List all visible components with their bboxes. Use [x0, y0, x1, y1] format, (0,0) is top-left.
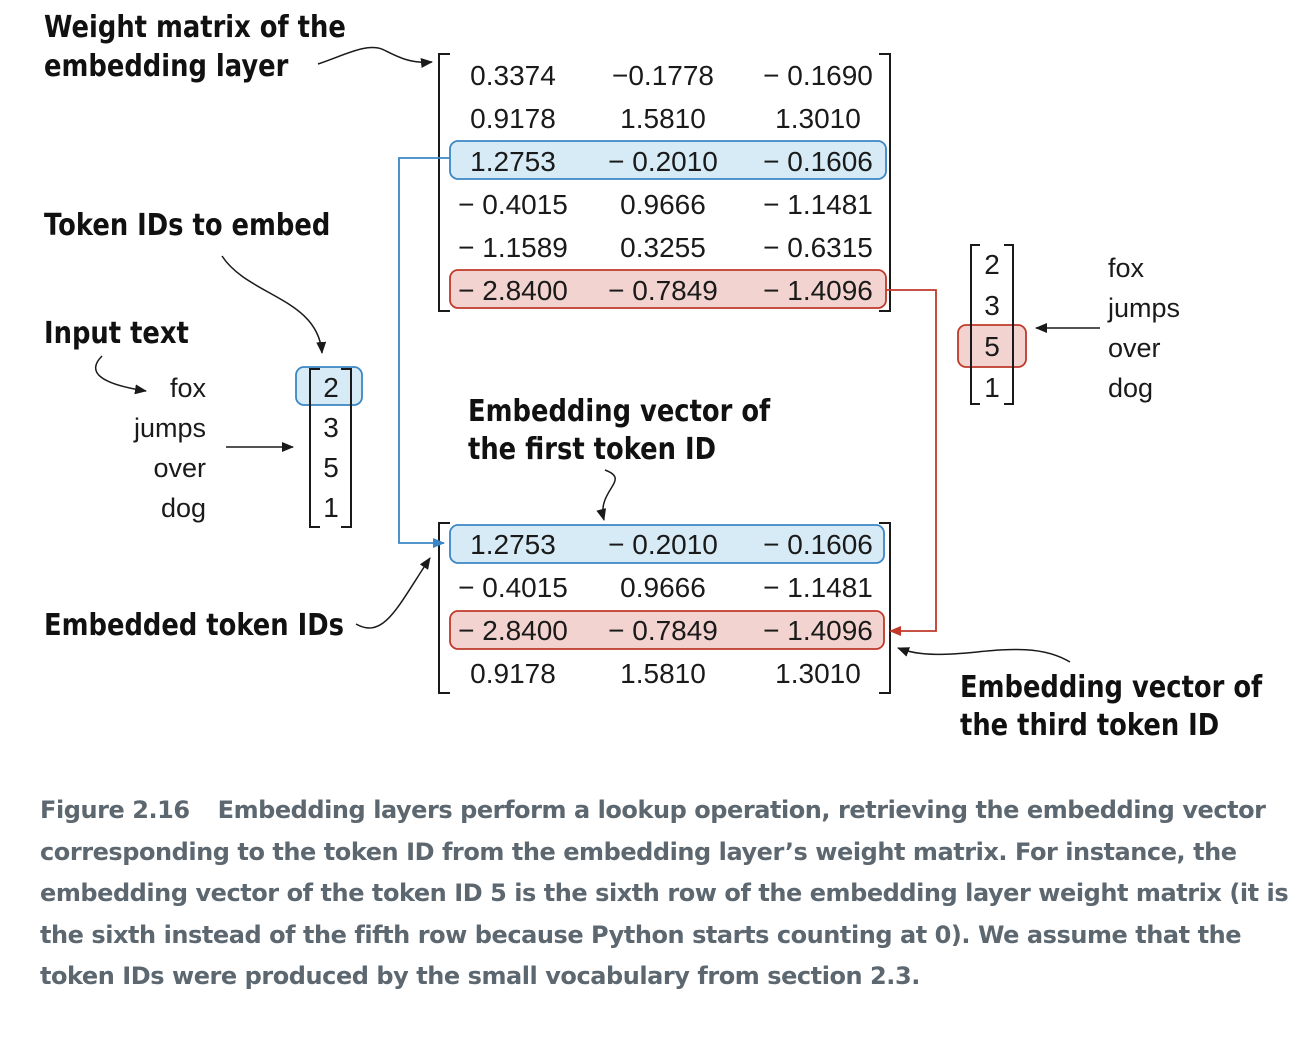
embedded-matrix-cell: 0.9666 [620, 572, 706, 603]
weight-matrix-cell: − 1.1589 [458, 232, 568, 263]
right-token-id: 5 [984, 331, 1000, 362]
embedded-matrix-cell: 1.3010 [775, 658, 861, 689]
embedded-matrix-cell: − 0.1606 [763, 529, 873, 560]
token-ids-vector: 2 3 5 1 [323, 372, 339, 523]
embedded-row-3-highlight [449, 610, 885, 650]
token-id: 1 [323, 492, 339, 523]
embedded-matrix-cell: − 1.1481 [763, 572, 873, 603]
blue-lookup-connector [398, 157, 450, 548]
embedded-matrix-cell: − 0.7849 [608, 615, 718, 646]
embedded-matrix-cell: 1.5810 [620, 658, 706, 689]
token-ids-pointer-arrow [221, 255, 327, 354]
input-word: over [153, 453, 206, 483]
weight-matrix-cell: 1.2753 [470, 146, 556, 177]
right-token-id: 2 [984, 249, 1000, 280]
token-id: 3 [323, 412, 339, 443]
embedded-row-1-highlight [449, 524, 885, 564]
weight-matrix-cell: 0.3374 [470, 60, 556, 91]
weight-row-3-highlight [449, 140, 887, 180]
weight-matrix-cell: − 0.1690 [763, 60, 873, 91]
figure-number: Figure 2.16 [40, 796, 190, 824]
third-vector-pointer-arrow [897, 647, 1071, 663]
token-ids-to-embed-label: Token IDs to embed [44, 207, 330, 242]
right-token-id: 1 [984, 372, 1000, 403]
embedded-token-ids-label: Embedded token IDs [44, 607, 344, 642]
weight-matrix-right-bracket [879, 53, 891, 312]
embedded-matrix-cell: 1.2753 [470, 529, 556, 560]
embedded-matrix-right-bracket [879, 522, 891, 694]
embedding-vector-first-label-line2: the first token ID [468, 431, 716, 466]
weight-matrix: 0.3374 −0.1778 − 0.1690 0.9178 1.5810 1.3010 1… [458, 60, 873, 306]
token-id: 2 [323, 372, 339, 403]
weight-matrix-cell: − 0.1606 [763, 146, 873, 177]
first-vector-pointer-arrow [596, 469, 616, 521]
input-word: jumps [133, 413, 206, 443]
embedded-matrix: 1.2753 − 0.2010 − 0.1606 − 0.4015 0.9666 − 1.… [458, 529, 873, 689]
weight-matrix-cell: 0.9666 [620, 189, 706, 220]
input-text-pointer-arrow [95, 355, 147, 395]
input-word: fox [170, 373, 207, 403]
embedding-vector-third-label-line2: the third token ID [960, 707, 1219, 742]
input-word: dog [161, 493, 206, 523]
weight-matrix-cell: − 0.6315 [763, 232, 873, 263]
weight-matrix-cell: − 1.4096 [763, 275, 873, 306]
embedded-ids-pointer-arrow [355, 557, 431, 629]
right-input-words-list: fox jumps over dog [1107, 253, 1180, 403]
red-lookup-connector [886, 289, 937, 636]
embedded-matrix-left-bracket [438, 522, 450, 694]
weight-matrix-cell: −0.1778 [612, 60, 714, 91]
weight-matrix-cell: − 1.1481 [763, 189, 873, 220]
right-token-id-highlight [957, 324, 1027, 368]
input-text-label: Input text [44, 315, 189, 350]
embedding-vector-third-label-line1: Embedding vector of [960, 669, 1263, 704]
embedded-matrix-cell: − 0.4015 [458, 572, 568, 603]
embedding-vector-first-label-line1: Embedding vector of [468, 393, 771, 428]
weight-matrix-left-bracket [438, 53, 450, 312]
weight-matrix-label-line1: Weight matrix of the [44, 9, 346, 44]
right-input-word: over [1108, 333, 1161, 363]
weight-row-6-highlight [449, 269, 887, 309]
weight-matrix-cell: − 0.7849 [608, 275, 718, 306]
token-ids-left-bracket [309, 368, 320, 528]
right-input-word: fox [1108, 253, 1145, 283]
weight-matrix-cell: − 2.8400 [458, 275, 568, 306]
weight-matrix-cell: 1.3010 [775, 103, 861, 134]
weight-matrix-cell: 0.3255 [620, 232, 706, 263]
caption-text: Embedding layers perform a lookup operat… [40, 796, 1289, 990]
weight-matrix-label-line2: embedding layer [44, 48, 289, 83]
weight-matrix-cell: 0.9178 [470, 103, 556, 134]
token-ids-right-bracket [341, 368, 352, 528]
weight-matrix-cell: − 0.2010 [608, 146, 718, 177]
right-token-ids-left-bracket [970, 244, 980, 405]
right-input-word: dog [1108, 373, 1153, 403]
right-token-ids-vector: 2 3 5 1 [984, 249, 1000, 403]
right-input-word: jumps [1107, 293, 1180, 323]
weight-matrix-cell: 1.5810 [620, 103, 706, 134]
right-token-ids-right-bracket [1004, 244, 1014, 405]
embedding-lookup-diagram: Weight matrix of the embedding layer Tok… [44, 9, 1263, 742]
embedded-matrix-cell: − 0.2010 [608, 529, 718, 560]
token-id-highlight-box [295, 366, 363, 406]
right-token-id: 3 [984, 290, 1000, 321]
input-words-list: fox jumps over dog [133, 373, 207, 523]
embedded-matrix-cell: − 2.8400 [458, 615, 568, 646]
embedded-matrix-cell: − 1.4096 [763, 615, 873, 646]
weight-matrix-pointer-arrow [317, 46, 433, 68]
token-id: 5 [323, 452, 339, 483]
weight-matrix-cell: − 0.4015 [458, 189, 568, 220]
embedded-matrix-cell: 0.9178 [470, 658, 556, 689]
